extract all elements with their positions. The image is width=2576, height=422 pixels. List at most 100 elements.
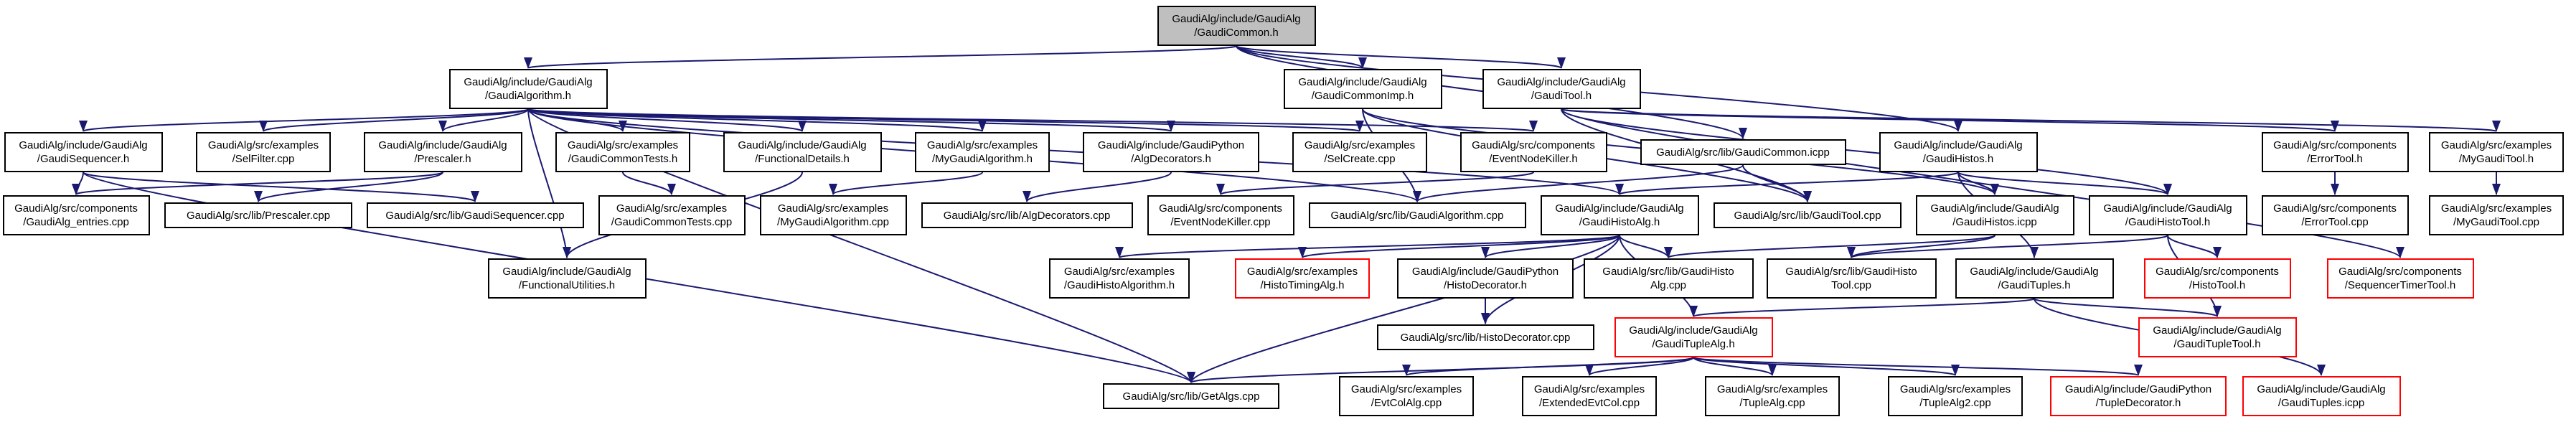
graph-node-gaudialgorithm-h[interactable]: GaudiAlg/include/GaudiAlg/GaudiAlgorithm…: [448, 69, 608, 109]
include-edge: [1561, 108, 2500, 132]
graph-node-label-line: GaudiAlg/src/examples: [1899, 383, 2011, 395]
include-edge: [622, 172, 676, 195]
graph-node-label-line: /SelFilter.cpp: [232, 153, 295, 165]
graph-node-errortool-h[interactable]: GaudiAlg/src/components/ErrorTool.h: [2261, 132, 2409, 172]
graph-node-tuplealg-cpp[interactable]: GaudiAlg/src/examples/TupleAlg.cpp: [1705, 376, 1840, 416]
graph-node-label-line: GaudiAlg/src/examples: [1246, 266, 1358, 278]
graph-node-algdecorators-h[interactable]: GaudiAlg/include/GaudiPython/AlgDecorato…: [1083, 132, 1259, 172]
graph-node-gaudicommon-h[interactable]: GaudiAlg/include/GaudiAlg/GaudiCommon.h: [1157, 6, 1316, 46]
graph-node-gaudisequencer-h[interactable]: GaudiAlg/include/GaudiAlg/GaudiSequencer…: [4, 132, 163, 172]
graph-node-gauditool-h[interactable]: GaudiAlg/include/GaudiAlg/GaudiTool.h: [1482, 69, 1641, 109]
graph-node-gaudihistos-icpp[interactable]: GaudiAlg/include/GaudiAlg/GaudiHistos.ic…: [1915, 195, 2074, 235]
graph-node-mygauditool-cpp[interactable]: GaudiAlg/src/examples/MyGaudiTool.cpp: [2429, 195, 2564, 235]
graph-node-tuplealg2-cpp[interactable]: GaudiAlg/src/examples/TupleAlg2.cpp: [1888, 376, 2023, 416]
graph-node-functionaldetails-h[interactable]: GaudiAlg/include/GaudiAlg/FunctionalDeta…: [723, 132, 882, 172]
graph-node-gaudituples-h[interactable]: GaudiAlg/include/GaudiAlg/GaudiTuples.h: [1955, 258, 2114, 299]
graph-node-evtcolalg-cpp[interactable]: GaudiAlg/src/examples/EvtColAlg.cpp: [1339, 376, 1474, 416]
graph-node-label-line: GaudiAlg/include/GaudiAlg: [1555, 202, 1684, 215]
graph-node-label-line: /GaudiHistos.h: [1922, 153, 1994, 165]
graph-node-gaudicommontests-cpp[interactable]: GaudiAlg/src/examples/GaudiCommonTests.c…: [598, 195, 746, 235]
graph-node-label-line: GaudiAlg/include/GaudiAlg: [464, 76, 593, 88]
graph-node-label-line: /GaudiCommon.h: [1194, 27, 1279, 39]
graph-node-label-line: /GaudiHistoAlg.h: [1579, 216, 1660, 228]
graph-node-label-line: /ErrorTool.cpp: [2301, 216, 2369, 228]
include-edge: [1236, 45, 1367, 69]
graph-node-label-line: /GaudiCommonImp.h: [1311, 90, 1414, 102]
graph-node-label-line: GaudiAlg/src/examples: [2440, 139, 2552, 151]
graph-node-label-line: GaudiAlg/src/components: [1472, 139, 1595, 151]
graph-node-label-line: /GaudiSequencer.h: [37, 153, 130, 165]
graph-node-label-line: /GaudiTuples.icpp: [2277, 397, 2365, 409]
graph-node-label-line: /HistoTool.h: [2189, 279, 2246, 291]
graph-node-gaudihistoalgorithm-h[interactable]: GaudiAlg/src/examples/GaudiHistoAlgorith…: [1049, 258, 1190, 299]
graph-node-label-line: /ErrorTool.h: [2307, 153, 2363, 165]
graph-node-histodecorator-h[interactable]: GaudiAlg/include/GaudiPython/HistoDecora…: [1397, 258, 1574, 299]
graph-node-prescaler-h[interactable]: GaudiAlg/include/GaudiAlg/Prescaler.h: [363, 132, 522, 172]
graph-node-gaudialg-entries-cpp[interactable]: GaudiAlg/src/components/GaudiAlg_entries…: [2, 195, 150, 235]
graph-node-gaudituplealg-h[interactable]: GaudiAlg/include/GaudiAlg/GaudiTupleAlg.…: [1614, 317, 1773, 357]
graph-node-label-line: /GaudiHistoAlgorithm.h: [1063, 279, 1175, 291]
graph-node-histodecorator-cpp[interactable]: GaudiAlg/src/lib/HistoDecorator.cpp: [1376, 324, 1594, 350]
graph-node-label-line: /HistoTimingAlg.h: [1260, 279, 1345, 291]
graph-node-label-line: GaudiAlg/include/GaudiAlg: [1930, 202, 2059, 215]
graph-node-gaudicommon-icpp[interactable]: GaudiAlg/src/lib/GaudiCommon.icpp: [1640, 139, 1846, 165]
graph-node-gaudihistotool-h[interactable]: GaudiAlg/include/GaudiAlg/GaudiHistoTool…: [2088, 195, 2247, 235]
graph-node-label-line: GaudiAlg/src/lib/Prescaler.cpp: [186, 209, 331, 222]
graph-node-label-line: GaudiAlg/include/GaudiAlg: [738, 139, 867, 151]
include-edge: [1619, 235, 1673, 258]
include-edge: [2167, 235, 2222, 258]
include-edge: [1413, 164, 1744, 202]
graph-node-label-line: GaudiAlg/src/lib/HistoDecorator.cpp: [1400, 331, 1571, 344]
graph-node-label-line: GaudiAlg/src/examples: [777, 202, 889, 215]
graph-node-gaudisequencer-cpp[interactable]: GaudiAlg/src/lib/GaudiSequencer.cpp: [366, 202, 584, 228]
graph-node-label-line: /GaudiHistos.icpp: [1952, 216, 2037, 228]
graph-node-mygaudialgorithm-cpp[interactable]: GaudiAlg/src/examples/MyGaudiAlgorithm.c…: [759, 195, 907, 235]
graph-node-gaudialgorithm-cpp[interactable]: GaudiAlg/src/lib/GaudiAlgorithm.cpp: [1308, 202, 1526, 228]
include-edge: [829, 172, 983, 195]
include-edge: [254, 172, 443, 202]
graph-node-label-line: GaudiAlg/include/GaudiAlg: [2103, 202, 2232, 215]
graph-node-algdecorators-cpp[interactable]: GaudiAlg/src/lib/AlgDecorators.cpp: [921, 202, 1133, 228]
graph-node-mygaudialgorithm-h[interactable]: GaudiAlg/src/examples/MyGaudiAlgorithm.h: [915, 132, 1050, 172]
graph-node-label-line: /EventNodeKiller.cpp: [1170, 216, 1271, 228]
graph-node-eventnodekiller-h[interactable]: GaudiAlg/src/components/EventNodeKiller.…: [1459, 132, 1607, 172]
include-edge: [1561, 108, 2405, 258]
graph-node-histotimingalg-h[interactable]: GaudiAlg/src/examples/HistoTimingAlg.h: [1235, 258, 1370, 299]
graph-node-prescaler-cpp[interactable]: GaudiAlg/src/lib/Prescaler.cpp: [164, 202, 352, 228]
include-edge: [1693, 357, 1777, 376]
graph-node-gaudihistos-h[interactable]: GaudiAlg/include/GaudiAlg/GaudiHistos.h: [1879, 132, 2038, 172]
graph-node-label-line: GaudiAlg/include/GaudiAlg: [502, 266, 631, 278]
graph-node-label-line: GaudiAlg/include/GaudiAlg: [2257, 383, 2386, 395]
graph-node-getalgs-cpp[interactable]: GaudiAlg/src/lib/GetAlgs.cpp: [1103, 383, 1279, 409]
include-edge: [527, 108, 807, 132]
graph-node-gauditool-cpp[interactable]: GaudiAlg/src/lib/GaudiTool.cpp: [1714, 202, 1902, 228]
graph-node-extendedevtcol-cpp[interactable]: GaudiAlg/src/examples/ExtendedEvtCol.cpp: [1522, 376, 1657, 416]
graph-node-label-line: GaudiAlg/src/components: [14, 202, 138, 215]
graph-node-eventnodekiller-cpp[interactable]: GaudiAlg/src/components/EventNodeKiller.…: [1147, 195, 1294, 235]
include-edge: [1115, 235, 1620, 258]
graph-node-label-line: /GaudiTuples.h: [1998, 279, 2071, 291]
graph-node-gaudicommontests-h[interactable]: GaudiAlg/src/examples/GaudiCommonTests.h: [555, 132, 690, 172]
graph-node-label-line: Tool.cpp: [1831, 279, 1871, 291]
graph-node-errortool-cpp[interactable]: GaudiAlg/src/components/ErrorTool.cpp: [2261, 195, 2409, 235]
graph-node-selfilter-cpp[interactable]: GaudiAlg/src/examples/SelFilter.cpp: [196, 132, 331, 172]
graph-node-label-line: /EvtColAlg.cpp: [1371, 397, 1442, 409]
graph-node-selcreate-cpp[interactable]: GaudiAlg/src/examples/SelCreate.cpp: [1292, 132, 1427, 172]
graph-node-label-line: GaudiAlg/src/examples: [207, 139, 319, 151]
graph-node-gaudihistoalg-h[interactable]: GaudiAlg/include/GaudiAlg/GaudiHistoAlg.…: [1540, 195, 1699, 235]
graph-node-functionalutilities-h[interactable]: GaudiAlg/include/GaudiAlg/FunctionalUtil…: [487, 258, 647, 299]
graph-node-tupledecorator-h[interactable]: GaudiAlg/include/GaudiPython/TupleDecora…: [2050, 376, 2227, 416]
graph-node-label-line: /ExtendedEvtCol.cpp: [1538, 397, 1640, 409]
graph-node-gauditupletool-h[interactable]: GaudiAlg/include/GaudiAlg/GaudiTupleTool…: [2138, 317, 2297, 357]
graph-node-label-line: /EventNodeKiller.h: [1489, 153, 1578, 165]
graph-node-mygauditool-h[interactable]: GaudiAlg/src/examples/MyGaudiTool.h: [2429, 132, 2564, 172]
graph-node-label-line: GaudiAlg/src/lib/GaudiHisto: [1785, 266, 1917, 278]
graph-node-histotool-h[interactable]: GaudiAlg/src/components/HistoTool.h: [2143, 258, 2291, 299]
graph-node-gaudituples-icpp[interactable]: GaudiAlg/include/GaudiAlg/GaudiTuples.ic…: [2242, 376, 2401, 416]
graph-node-label-line: GaudiAlg/include/GaudiAlg: [19, 139, 148, 151]
graph-node-sequencertimertool-h[interactable]: GaudiAlg/src/components/SequencerTimerTo…: [2326, 258, 2474, 299]
graph-node-gaudicommonimp-h[interactable]: GaudiAlg/include/GaudiAlg/GaudiCommonImp…: [1283, 69, 1442, 109]
include-edge: [1236, 45, 1566, 69]
